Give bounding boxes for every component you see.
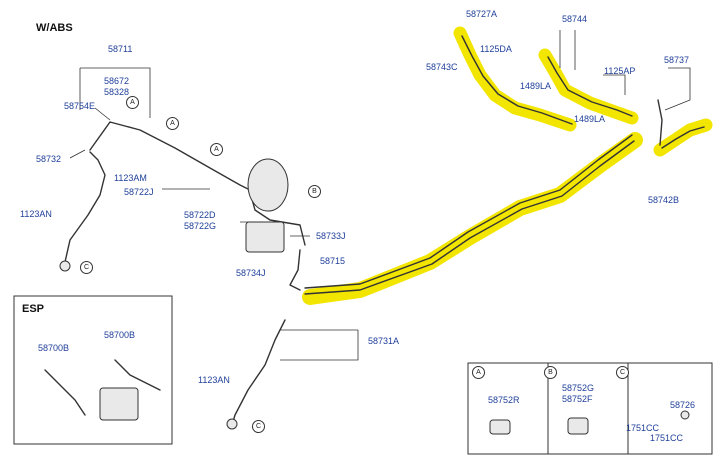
esp-pipe-1: [44, 369, 86, 416]
part-label-58715: 58715: [320, 256, 346, 266]
part-label-58711: 58711: [108, 44, 133, 54]
rear-left-hose: [231, 319, 286, 426]
leader-lines: [69, 30, 691, 361]
part-label-58743C: 58743C: [426, 62, 458, 72]
part-label-58672: 58672: [104, 76, 130, 86]
part-label-58722D: 58722D: [184, 210, 216, 220]
bleeder-c: [680, 410, 690, 420]
part-label-58734J: 58734J: [236, 268, 266, 278]
abs-to-rear: [289, 249, 301, 291]
part-label-1751CC-a: 1751CC: [626, 423, 660, 433]
callout-b-1: B: [308, 185, 321, 198]
part-label-58722G: 58722G: [184, 221, 217, 231]
part-label-1489LA-b: 1489LA: [574, 114, 606, 124]
upper-middle-pipe: [547, 56, 633, 117]
part-label-58700B-b: 58700B: [104, 330, 136, 340]
part-label-58752G: 58752G: [562, 383, 595, 393]
part-label-58726: 58726: [670, 400, 696, 410]
frames: [13, 295, 713, 455]
front-pipe-top: [89, 121, 261, 196]
clip-b: [567, 417, 589, 435]
part-label-58752R: 58752R: [488, 395, 520, 405]
esp-frame: [13, 295, 173, 445]
part-label-58732: 58732: [36, 154, 62, 164]
part-label-1125DA: 1125DA: [480, 44, 512, 54]
part-label-58744: 58744: [562, 14, 588, 24]
part-label-58731A: 58731A: [368, 336, 400, 346]
callout-c-1: C: [80, 261, 93, 274]
legend-letter-a: A: [472, 366, 485, 379]
abs-module: [245, 221, 285, 253]
brake-booster: [247, 158, 289, 212]
part-label-1125AP: 1125AP: [604, 66, 636, 76]
section-title-esp: ESP: [22, 303, 45, 315]
callout-a-1: A: [126, 96, 139, 109]
master-to-abs: [249, 191, 306, 246]
front-hose-left: [64, 151, 106, 263]
part-label-58328: 58328: [104, 87, 130, 97]
front-fitting-left: [59, 260, 71, 272]
part-label-1751CC-b: 1751CC: [650, 433, 684, 443]
part-label-58752F: 58752F: [562, 394, 593, 404]
part-label-58722J: 58722J: [124, 187, 154, 197]
right-connector: [657, 99, 663, 146]
section-title-wabs: W/ABS: [36, 22, 73, 34]
right-pipe: [661, 126, 705, 149]
callout-a-2: A: [166, 117, 179, 130]
part-label-1123AN-bottom: 1123AN: [198, 375, 230, 385]
highlighted-brake-pipes: [302, 26, 713, 305]
part-label-58754E: 58754E: [64, 101, 96, 111]
legend-letter-b: B: [544, 366, 557, 379]
legend-frame: [467, 362, 713, 455]
main-pipe-lower: [304, 140, 635, 295]
legend-letter-c: C: [616, 366, 629, 379]
brake-pipes: [44, 35, 705, 426]
part-label-58742B: 58742B: [648, 195, 680, 205]
esp-pipe-2: [114, 359, 161, 391]
part-label-1489LA-a: 1489LA: [520, 81, 552, 91]
main-pipe-upper: [304, 134, 633, 289]
callout-c-2: C: [252, 420, 265, 433]
callout-a-3: A: [210, 143, 223, 156]
components: [59, 158, 690, 435]
rear-fitting-left: [226, 418, 238, 430]
highlight-upper-middle-pipe: [538, 48, 639, 125]
part-label-58727A: 58727A: [466, 9, 498, 19]
part-label-58733J: 58733J: [316, 231, 346, 241]
esp-module: [99, 387, 139, 421]
part-label-1123AM: 1123AM: [114, 173, 147, 183]
highlight-main-pipe: [302, 132, 643, 305]
highlight-upper-left-pipe: [453, 26, 577, 132]
clip-a: [489, 419, 511, 435]
part-label-1123AN-top: 1123AN: [20, 209, 52, 219]
part-label-58737: 58737: [664, 55, 690, 65]
part-label-58700B-a: 58700B: [38, 343, 70, 353]
upper-left-pipe: [461, 35, 573, 125]
